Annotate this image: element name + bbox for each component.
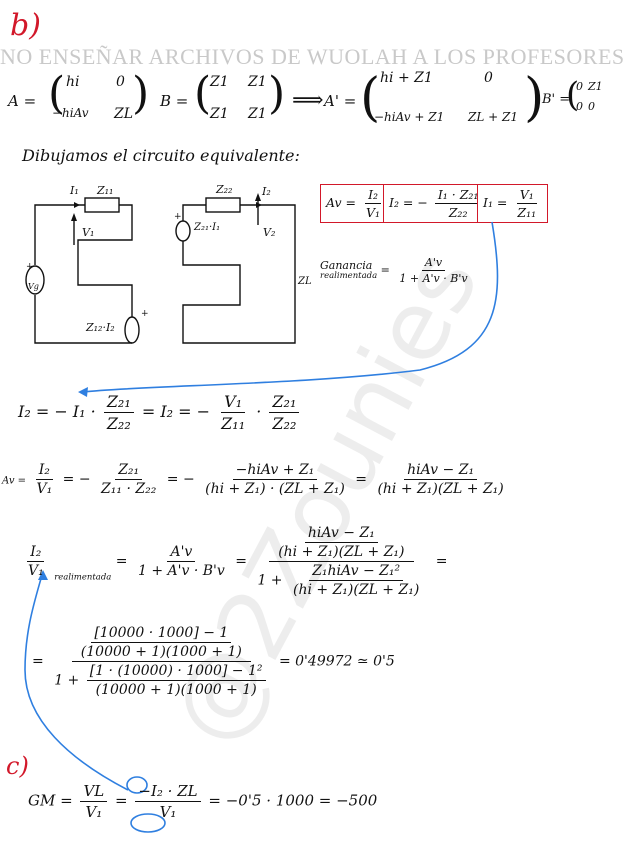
left-wire-bottom <box>34 295 100 344</box>
implies-arrow: ⟹ <box>292 88 324 113</box>
arrowhead <box>256 202 262 208</box>
part-c-label: c) <box>6 752 29 780</box>
feedback-gain-label-top: Ganancia <box>320 258 373 272</box>
arrowhead <box>71 213 77 221</box>
matrix-b-prime-cell: Z1 <box>588 80 603 93</box>
arrowhead <box>38 570 48 580</box>
matrix-a-prime-cell: ZL + Z1 <box>468 110 518 124</box>
matrix-b-open: ( <box>194 68 212 119</box>
watermark-banner: NO ENSEÑAR ARCHIVOS DE WUOLAH A LOS PROF… <box>0 44 625 69</box>
matrix-a-name: A = <box>8 92 37 110</box>
label-i2: I₂ <box>262 185 271 198</box>
equivalent-circuit <box>25 193 296 344</box>
matrix-a-prime-cell: 0 <box>484 70 493 86</box>
label-plus: + <box>141 309 149 319</box>
arrowhead <box>74 202 80 208</box>
matrix-b-prime-open: ( <box>566 75 580 115</box>
matrix-row: A = ( hi 0 −hiAv ZL ) B = ( Z1 Z1 Z1 Z1 … <box>8 68 603 148</box>
vg-source <box>25 265 45 295</box>
matrix-b-prime-name: B' = <box>542 92 571 107</box>
label-v1: V₁ <box>82 226 95 239</box>
label-zl: ZL <box>298 276 312 287</box>
label-z22: Z₂₂ <box>216 183 233 196</box>
matrix-b-close: ) <box>268 68 286 119</box>
arrowhead <box>255 193 261 201</box>
matrix-b-name: B = <box>160 92 189 110</box>
equation-numeric: = [10000 · 1000] − 1(10000 + 1)(1000 + 1… <box>32 625 395 698</box>
arrow-to-eq1 <box>81 221 499 393</box>
matrix-b-prime-cell: 0 <box>588 100 595 113</box>
matrix-b-cell: Z1 <box>248 74 267 90</box>
left-wire-right <box>77 204 133 317</box>
feedback-gain-label-bottom: realimentada <box>320 270 378 281</box>
circle-i2 <box>126 776 148 794</box>
label-v2: V₂ <box>263 226 276 239</box>
circle-v1 <box>130 813 166 833</box>
label-z11: Z₁₁ <box>97 184 114 197</box>
matrix-b-prime-cell: 0 <box>576 80 583 93</box>
numeric-result: = 0'49972 ≃ 0'5 <box>278 653 395 670</box>
matrix-a-prime-cell: hi + Z1 <box>380 70 433 86</box>
annotation-arrows <box>24 221 499 833</box>
right-wire-loop <box>182 204 296 344</box>
label-vg: Vg <box>28 282 39 291</box>
matrix-b-cell: Z1 <box>210 74 229 90</box>
label-z21i1: Z₂₁·I₁ <box>194 222 221 233</box>
matrix-b-cell: Z1 <box>210 106 229 122</box>
label-i1: I₁ <box>70 184 79 197</box>
matrix-a-open: ( <box>48 68 66 119</box>
left-wire-top <box>34 204 85 265</box>
matrix-a-prime-close: ) <box>524 68 545 128</box>
arrow-to-eq3 <box>24 574 129 791</box>
part-b-label: b) <box>10 8 41 43</box>
gm-result: = −0'5 · 1000 = −500 <box>208 791 378 810</box>
circuit-caption: Dibujamos el circuito equivalente: <box>22 146 300 165</box>
matrix-a-prime-cell: −hiAv + Z1 <box>374 110 445 124</box>
matrix-a-prime-open: ( <box>360 68 381 128</box>
matrix-b-cell: Z1 <box>248 106 267 122</box>
label-plus: + <box>174 212 182 222</box>
matrix-a-cell: 0 <box>116 74 125 90</box>
arrowhead <box>78 387 88 397</box>
right-wire-top-left <box>182 204 206 221</box>
label-z12i2: Z₁₂·I₂ <box>86 321 115 334</box>
label-plus: + <box>26 262 34 272</box>
matrix-a-cell: ZL <box>114 106 134 122</box>
matrix-b-prime-cell: 0 <box>576 100 583 113</box>
matrix-a-cell: hi <box>66 74 80 90</box>
matrix-a-cell: −hiAv <box>52 106 89 120</box>
matrix-a-prime-name: A' = <box>324 92 357 110</box>
matrix-a-close: ) <box>132 68 150 119</box>
